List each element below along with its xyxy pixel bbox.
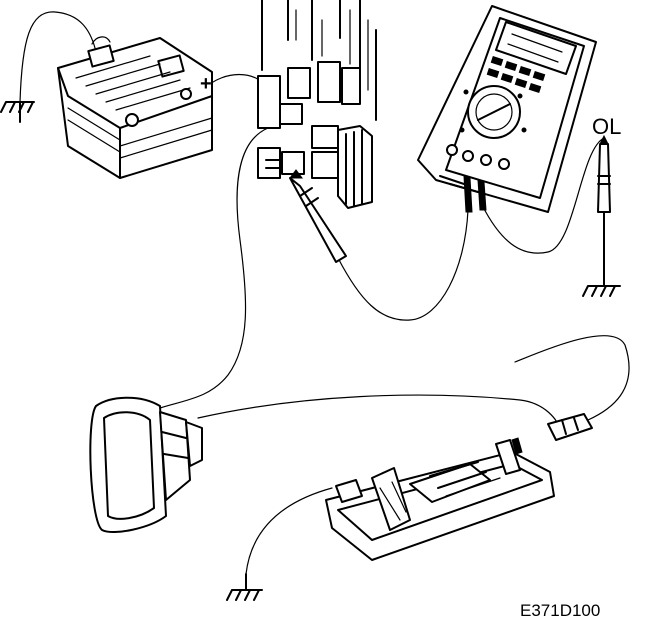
test-probe-icon xyxy=(597,134,611,269)
connector-icon xyxy=(547,413,593,441)
fuse-box-icon xyxy=(257,0,377,209)
multimeter-icon xyxy=(417,5,597,213)
ground-symbol-icon xyxy=(582,267,621,297)
lamp-housing-icon xyxy=(325,437,555,561)
meter-reading-label: OL xyxy=(592,114,621,139)
push-switch-icon xyxy=(89,396,203,534)
ground-symbol-icon xyxy=(0,101,35,123)
car-battery-icon xyxy=(57,36,213,179)
figure-code-label: E371D100 xyxy=(520,601,600,620)
wires xyxy=(19,11,630,575)
battery-positive-label: + xyxy=(200,73,212,95)
ground-symbol-icon xyxy=(226,573,263,601)
test-probe-icon xyxy=(289,169,347,263)
